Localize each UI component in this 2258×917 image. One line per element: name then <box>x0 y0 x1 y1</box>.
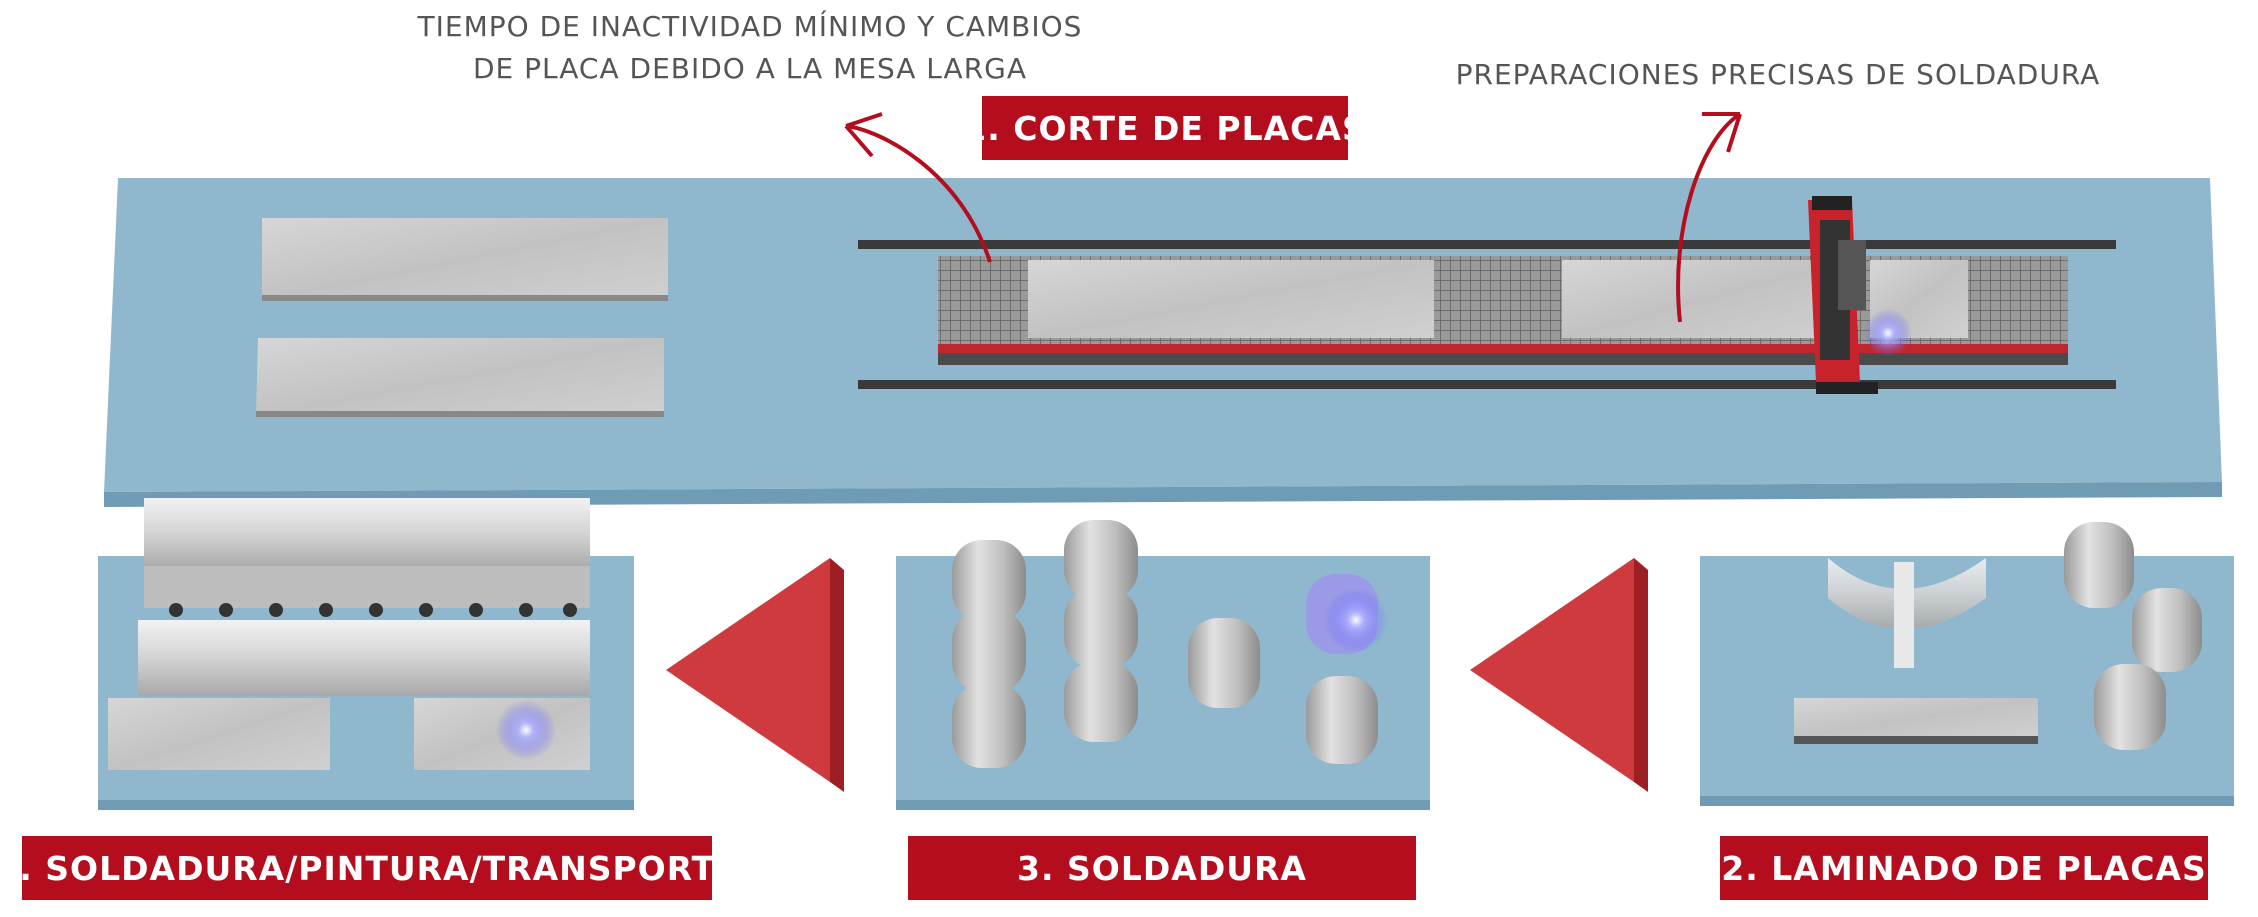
welding-platform <box>896 520 1430 810</box>
gantry-rails <box>858 240 2116 389</box>
cutting-gantry <box>1808 196 1912 394</box>
downtime-annotation-line2: DE PLACA DEBIDO A LA MESA LARGA <box>472 52 1028 85</box>
downtime-annotation: TIEMPO DE INACTIVIDAD MÍNIMO Y CAMBIOS D… <box>260 6 1240 90</box>
rolling-platform <box>1700 522 2234 806</box>
step-label-cutting: 1. CORTE DE PLACAS <box>963 96 1366 160</box>
downtime-annotation-line1: TIEMPO DE INACTIVIDAD MÍNIMO Y CAMBIOS <box>417 10 1083 43</box>
flow-arrow-2-to-3 <box>1470 558 1648 792</box>
downtime-callout-arrow <box>844 112 992 263</box>
step-label-rolling: 2. LAMINADO DE PLACAS <box>1720 836 2208 900</box>
step-label-welding: 3. SOLDADURA <box>908 836 1416 900</box>
stored-plates <box>256 218 668 417</box>
weld-prep-annotation: PREPARACIONES PRECISAS DE SOLDADURA <box>1455 58 2101 91</box>
flow-arrow-3-to-4 <box>666 558 844 792</box>
step-label-transport: 4. SOLDADURA/PINTURA/TRANSPORTE <box>0 836 738 900</box>
weld-prep-callout-arrow <box>1676 112 1742 323</box>
transport-platform <box>98 498 634 810</box>
